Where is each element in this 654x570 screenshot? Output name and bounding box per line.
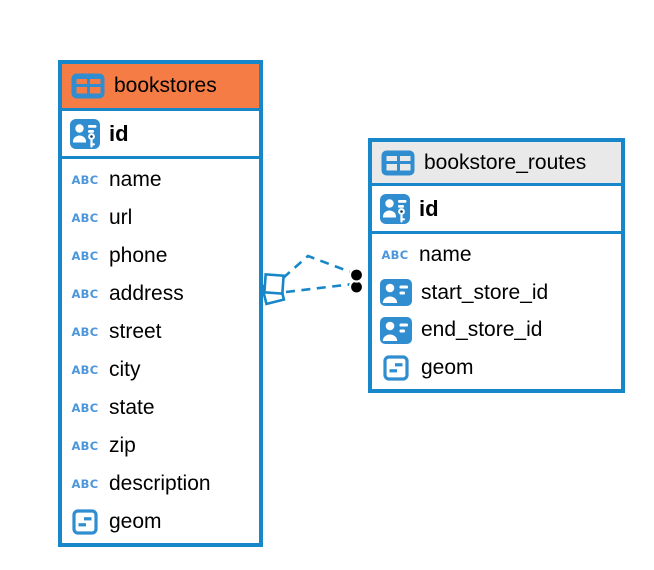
table-icon bbox=[381, 150, 415, 176]
column-list: ABC name start_store_id end_store_id ge bbox=[372, 234, 621, 389]
text-type-icon: ABC bbox=[71, 211, 99, 225]
relationship-endpoint-square-front bbox=[263, 273, 285, 295]
column-row-state[interactable]: ABC state bbox=[62, 389, 259, 427]
foreign-key-icon bbox=[380, 279, 412, 306]
column-row-id[interactable]: id bbox=[62, 111, 259, 159]
column-row-description[interactable]: ABC description bbox=[62, 465, 259, 503]
table-bookstores-header[interactable]: bookstores bbox=[62, 64, 259, 111]
geometry-type-icon bbox=[380, 355, 412, 381]
column-row-geom[interactable]: geom bbox=[372, 349, 621, 387]
relationship-line-lower[interactable] bbox=[285, 282, 354, 294]
text-type-icon: ABC bbox=[381, 247, 409, 262]
table-icon bbox=[71, 73, 105, 99]
text-type-icon: ABC bbox=[71, 325, 99, 339]
table-title: bookstore_routes bbox=[424, 150, 587, 174]
column-row-zip[interactable]: ABC zip bbox=[62, 427, 259, 465]
column-row-end-store-id[interactable]: end_store_id bbox=[372, 312, 621, 350]
column-name: state bbox=[109, 396, 155, 419]
relationship-link-group[interactable] bbox=[260, 254, 365, 306]
column-row-city[interactable]: ABC city bbox=[62, 351, 259, 389]
column-name: phone bbox=[109, 244, 168, 267]
relationship-endpoint-square-back bbox=[260, 280, 286, 306]
table-bookstore-routes-header[interactable]: bookstore_routes bbox=[372, 142, 621, 186]
column-row-phone[interactable]: ABC phone bbox=[62, 237, 259, 275]
column-name: name bbox=[109, 168, 162, 191]
column-name: name bbox=[419, 242, 472, 266]
column-name: description bbox=[109, 472, 211, 495]
text-type-icon: ABC bbox=[71, 363, 99, 377]
column-name: city bbox=[109, 358, 141, 381]
column-row-start-store-id[interactable]: start_store_id bbox=[372, 274, 621, 312]
column-name: geom bbox=[421, 356, 474, 380]
geometry-type-icon bbox=[70, 509, 100, 535]
column-name: url bbox=[109, 206, 133, 229]
foreign-key-icon bbox=[380, 317, 412, 344]
column-row-url[interactable]: ABC url bbox=[62, 199, 259, 237]
column-row-street[interactable]: ABC street bbox=[62, 313, 259, 351]
column-row-geom[interactable]: geom bbox=[62, 503, 259, 541]
primary-key-icon bbox=[380, 194, 410, 224]
text-type-icon: ABC bbox=[71, 173, 99, 187]
table-bookstores[interactable]: bookstores id ABC name ABC url ABC phone… bbox=[58, 60, 263, 547]
column-list: ABC name ABC url ABC phone ABC address A… bbox=[62, 159, 259, 543]
table-bookstore-routes[interactable]: bookstore_routes id ABC name start_store… bbox=[368, 138, 625, 393]
column-row-name[interactable]: ABC name bbox=[62, 161, 259, 199]
column-name: id bbox=[109, 120, 129, 146]
column-row-name[interactable]: ABC name bbox=[372, 236, 621, 274]
column-name: zip bbox=[109, 434, 136, 457]
column-name: address bbox=[109, 282, 184, 305]
column-row-address[interactable]: ABC address bbox=[62, 275, 259, 313]
relationship-endpoint-dot-lower bbox=[348, 279, 365, 295]
column-name: geom bbox=[109, 510, 162, 533]
column-name: start_store_id bbox=[421, 280, 549, 304]
relationship-line-upper[interactable] bbox=[282, 254, 354, 279]
column-name: street bbox=[109, 320, 162, 343]
text-type-icon: ABC bbox=[71, 249, 99, 263]
column-name: id bbox=[419, 195, 439, 221]
column-row-id[interactable]: id bbox=[372, 186, 621, 234]
text-type-icon: ABC bbox=[71, 477, 99, 491]
text-type-icon: ABC bbox=[71, 401, 99, 415]
table-title: bookstores bbox=[114, 74, 217, 97]
text-type-icon: ABC bbox=[71, 287, 99, 301]
relationship-endpoint-dot-upper bbox=[348, 267, 365, 283]
text-type-icon: ABC bbox=[71, 439, 99, 453]
primary-key-icon bbox=[70, 119, 100, 149]
column-name: end_store_id bbox=[421, 318, 543, 342]
